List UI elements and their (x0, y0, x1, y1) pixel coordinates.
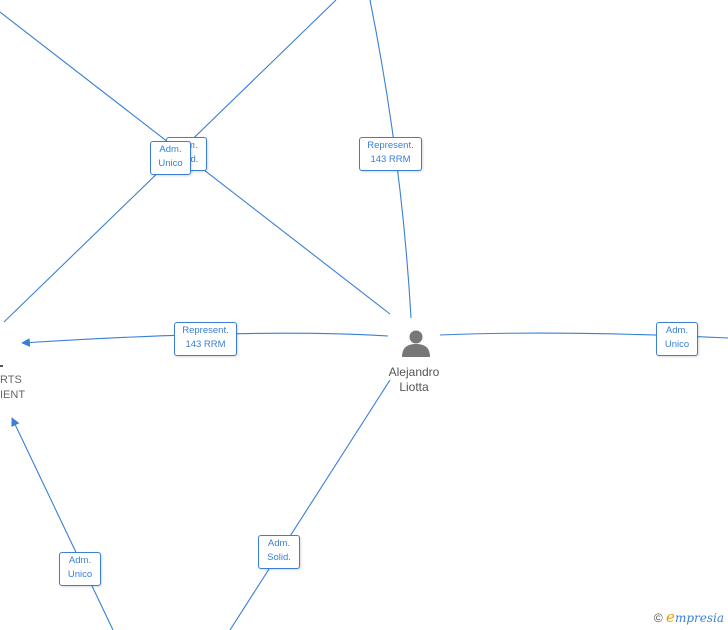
edge-label[interactable]: Adm. Unico (150, 141, 191, 175)
center-node-name[interactable]: Alejandro Liotta (380, 365, 448, 395)
left-node-name[interactable]: RTS IENT (0, 373, 25, 403)
edge-label-line2: 143 RRM (370, 154, 411, 165)
edge-bottom-to-leftnode (11, 417, 114, 630)
center-node-name-line2: Liotta (399, 380, 429, 394)
edge-bottom-to-center (229, 379, 391, 630)
edge-label-line2: Unico (664, 339, 690, 350)
left-node-name-line1: RTS (0, 374, 22, 386)
edge-label[interactable]: Adm. Unico (59, 552, 101, 586)
edge-label[interactable]: Represent. 143 RRM (174, 322, 237, 356)
person-icon[interactable] (401, 328, 431, 358)
edge-label[interactable]: Adm. Solid. (258, 535, 300, 569)
brand-rest: mpresia (674, 611, 724, 625)
edge-label-line1: Represent. (182, 325, 229, 336)
brand-initial: e (666, 608, 675, 626)
edge-label[interactable]: Adm. Unico (656, 322, 698, 356)
left-node-name-line2: IENT (0, 389, 26, 401)
edge-label[interactable]: Represent. 143 RRM (359, 137, 422, 171)
edge-label-line2: Solid. (267, 552, 291, 563)
edge-label-line1: Adm. (68, 555, 92, 566)
edge-label-line1: Adm. (267, 538, 291, 549)
edge-label-line2: Unico (158, 158, 183, 169)
edge-label-line1: Adm. (159, 144, 182, 155)
edge-label-line1: Represent. (367, 140, 414, 151)
empresia-watermark: © empresia (654, 608, 724, 626)
center-node-name-line1: Alejandro (388, 365, 440, 379)
copyright-symbol: © (653, 611, 663, 625)
edge-label-line2: Unico (67, 569, 93, 580)
edge-label-line1: Adm. (665, 325, 689, 336)
edge-label-line2: 143 RRM (185, 339, 226, 350)
